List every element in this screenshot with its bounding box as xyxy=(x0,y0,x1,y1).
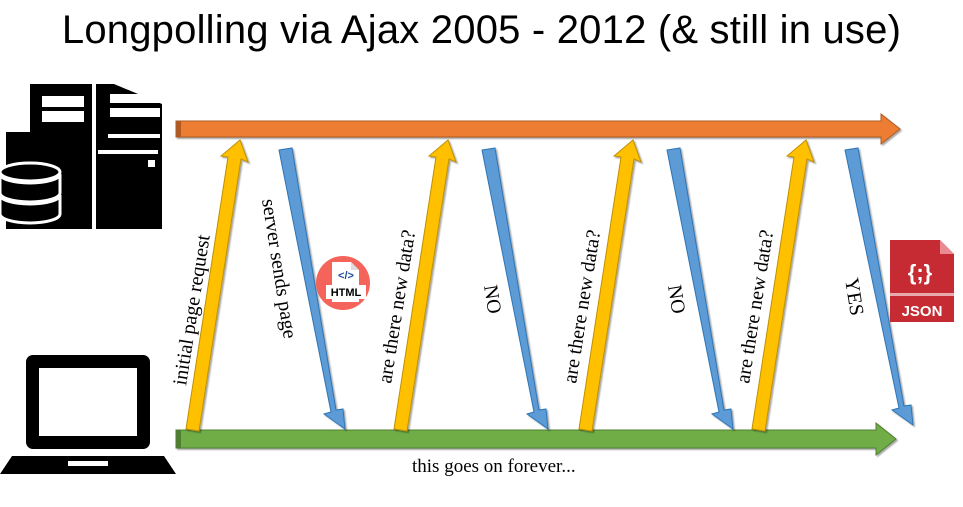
label-answer-3: YES xyxy=(840,276,868,317)
server-database-icon xyxy=(0,84,162,229)
laptop-icon xyxy=(0,355,176,474)
json-badge-label: JSON xyxy=(902,303,943,320)
request-arrow-4 xyxy=(751,139,815,432)
request-arrow-3 xyxy=(578,139,642,432)
response-arrow-2 xyxy=(481,147,549,431)
html-glyph: </> xyxy=(338,270,354,282)
page-title: Longpolling via Ajax 2005 - 2012 (& stil… xyxy=(61,8,902,52)
response-arrow-3 xyxy=(666,147,734,431)
html-badge-label: HTML xyxy=(331,287,362,299)
response-arrow-4 xyxy=(844,147,914,427)
response-arrow-1 xyxy=(278,147,346,431)
request-arrow-1 xyxy=(185,139,249,432)
footer-note: this goes on forever... xyxy=(412,456,576,477)
html-file-icon: </> HTML xyxy=(316,256,370,310)
json-glyph: {;} xyxy=(908,260,933,285)
label-answer-2: NO xyxy=(663,283,689,315)
label-answer-1: NO xyxy=(479,283,505,315)
request-arrow-2 xyxy=(393,139,457,432)
client-timeline-arrow xyxy=(175,421,897,457)
json-file-icon: {;} JSON xyxy=(890,240,954,322)
server-timeline-arrow xyxy=(175,112,901,146)
